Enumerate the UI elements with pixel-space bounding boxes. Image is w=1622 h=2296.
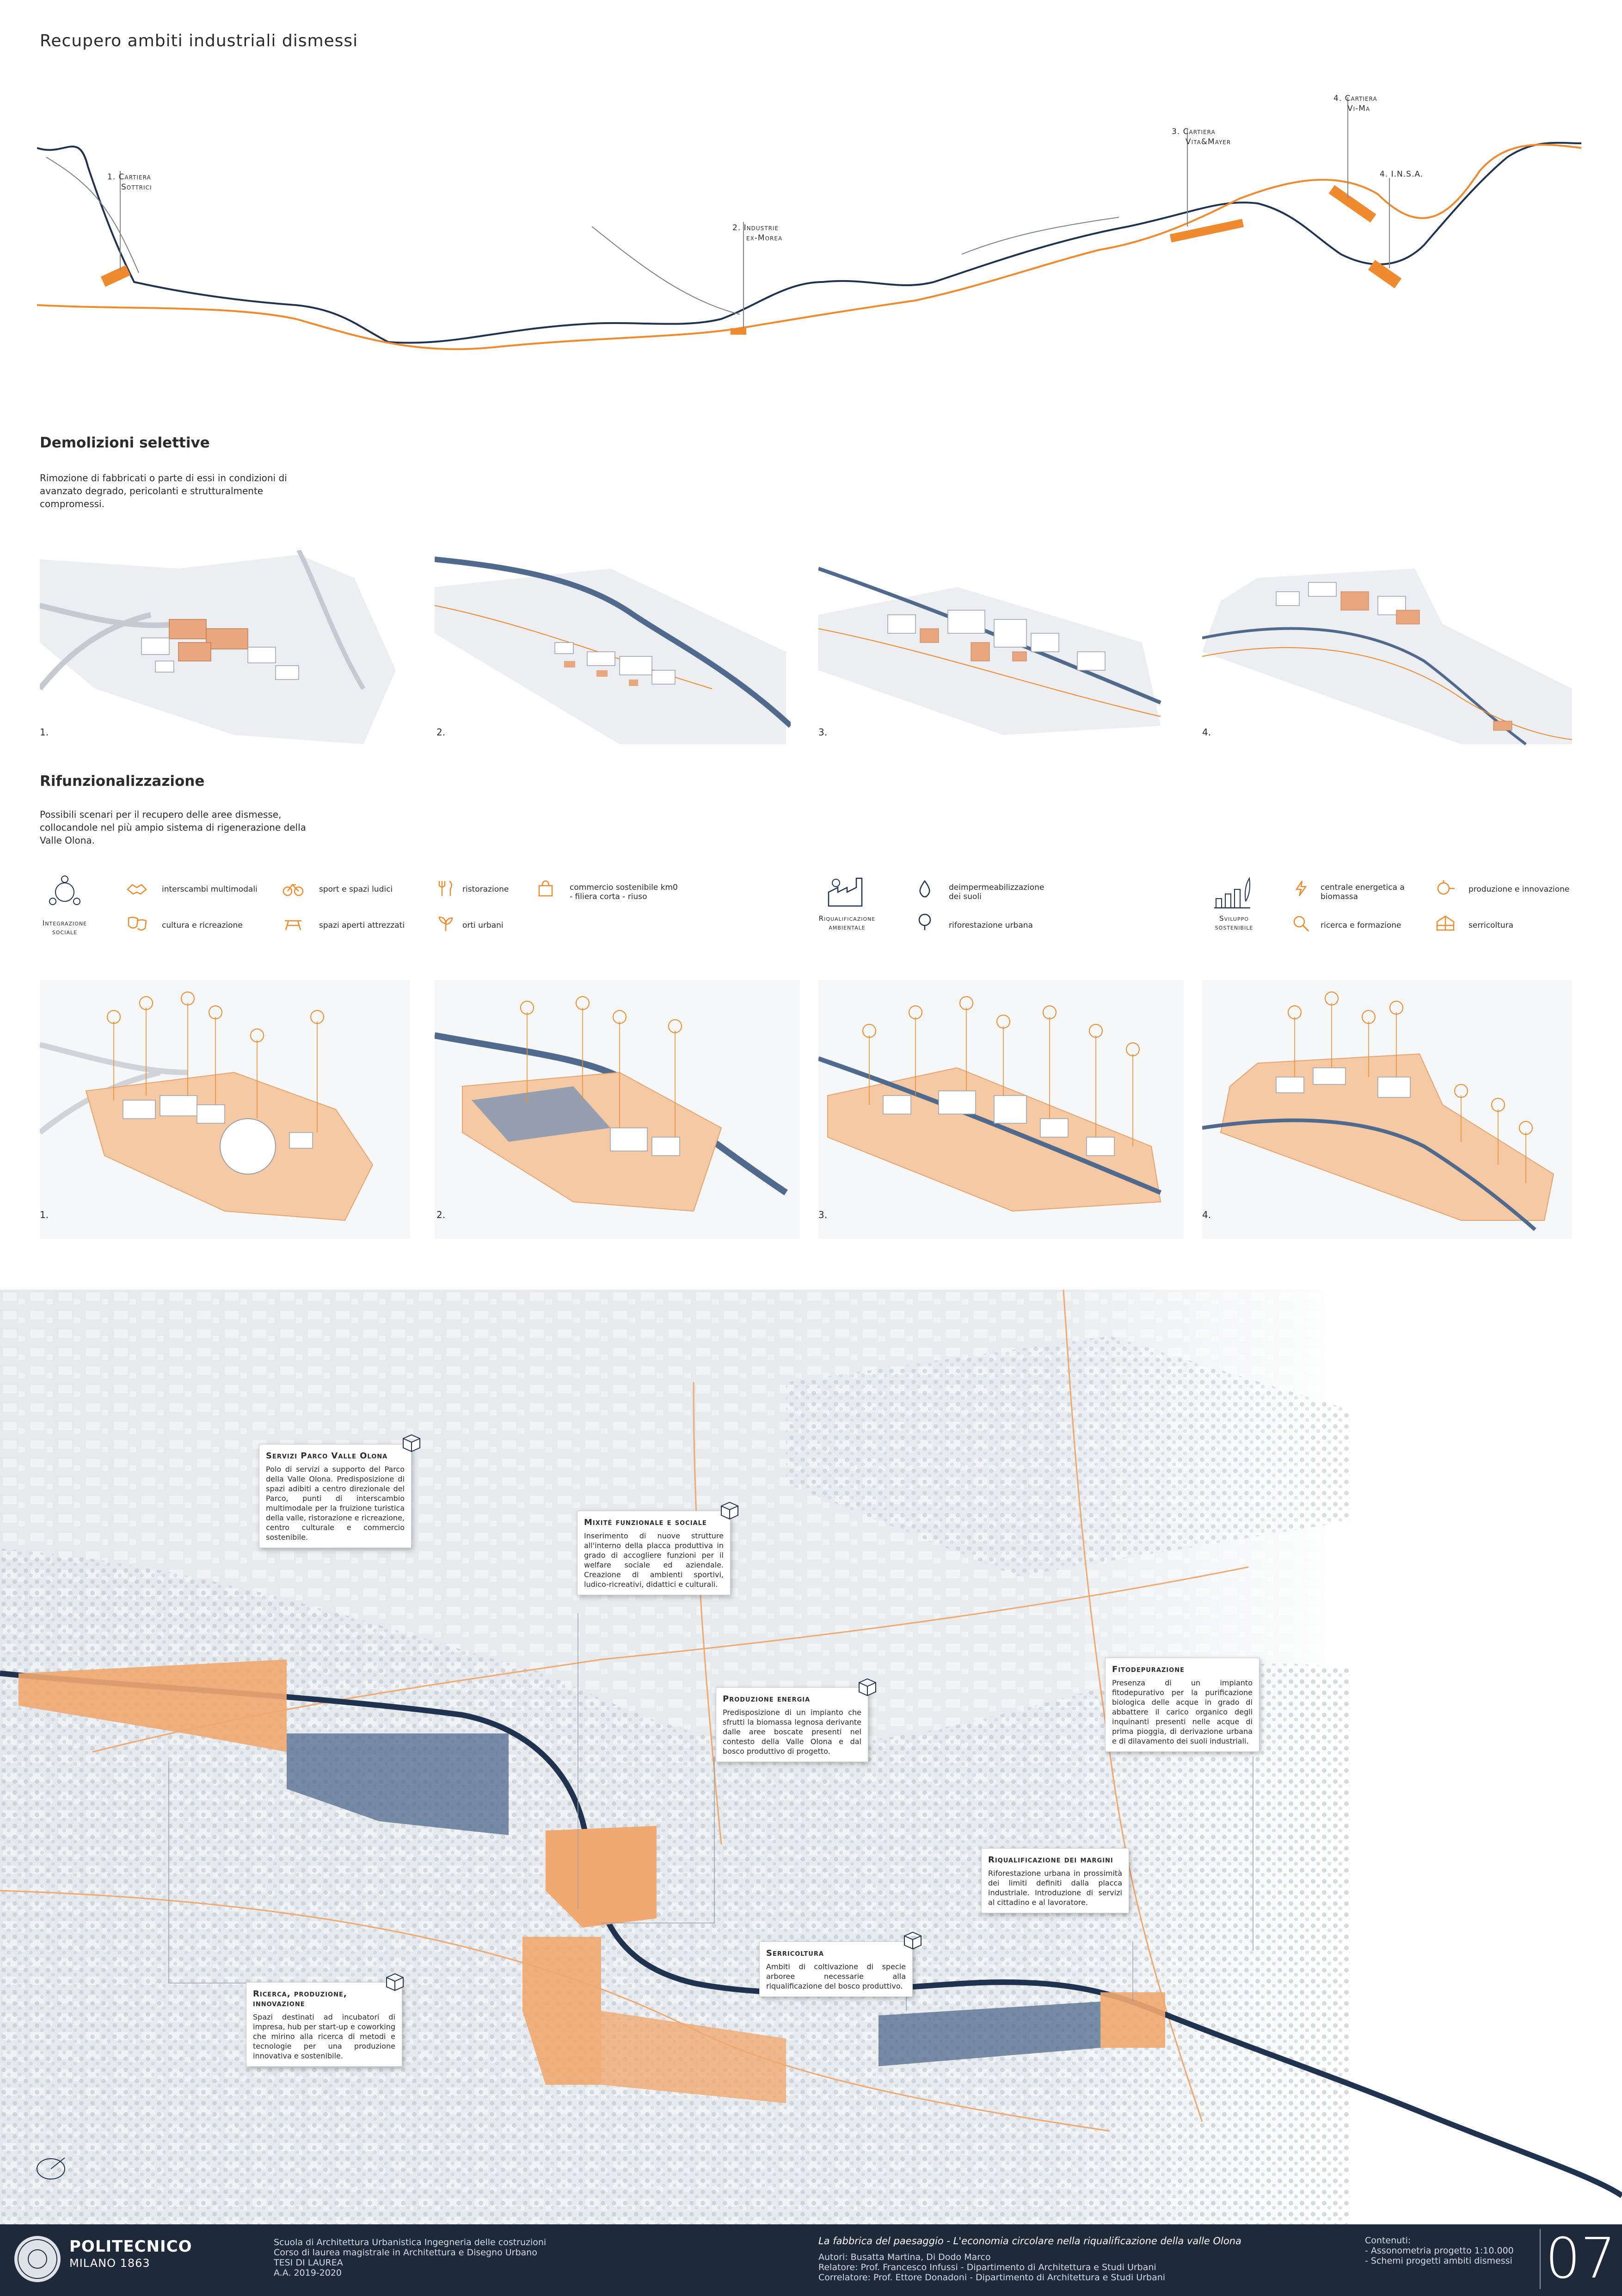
- legend-text-riforestazione: riforestazione urbana: [949, 921, 1033, 930]
- site-label-3: 3. Cartiera Vita&Mayer: [1172, 127, 1231, 147]
- innovation-icon: [1437, 880, 1455, 895]
- water-drop-icon: [919, 880, 930, 898]
- demolizioni-diagram-4: [1202, 569, 1572, 746]
- demolizioni-text: Rimozione di fabbricati o parte di essi …: [40, 472, 287, 509]
- demolizioni-num-4: 4.: [1202, 727, 1211, 738]
- legend-text-orti: orti urbani: [462, 921, 504, 930]
- cube-icon: [904, 1931, 922, 1950]
- card-serricoltura: Serricoltura Ambiti di coltivazione di s…: [759, 1941, 913, 1997]
- greenhouse-icon: [1436, 915, 1455, 931]
- school-info: Scuola di Architettura Urbanistica Ingeg…: [274, 2237, 547, 2278]
- thesis-title: La fabbrica del paesaggio - L'economia c…: [818, 2235, 1241, 2247]
- legend-text-cultura: cultura e ricreazione: [162, 921, 243, 930]
- garden-icon: [438, 916, 453, 931]
- legend-text-spazi-aperti: spazi aperti attrezzati: [319, 921, 405, 930]
- page-title: Recupero ambiti industriali dismessi: [40, 31, 358, 50]
- legend-text-ricerca: ricerca e formazione: [1321, 921, 1401, 930]
- rifunzionalizzazione-num-1: 1.: [40, 1209, 49, 1220]
- growth-chart-icon: [1214, 877, 1250, 909]
- logo-sub: MILANO 1863: [69, 2257, 150, 2270]
- site-label-1: 1. Cartiera Sottrici: [107, 172, 152, 192]
- factory-icon: [828, 877, 863, 907]
- legend-text-serricoltura: serricoltura: [1468, 921, 1514, 930]
- axonometric-map: [0, 1290, 1622, 2224]
- demolizioni-num-2: 2.: [436, 727, 446, 738]
- card-mixite: Mixité funzionale e sociale Inserimento …: [577, 1511, 731, 1595]
- cube-icon: [386, 1973, 404, 1991]
- rifunzionalizzazione-num-3: 3.: [818, 1209, 828, 1220]
- energy-icon: [1295, 881, 1307, 896]
- tributary-line: [46, 157, 1119, 315]
- card-servizi-parco: Servizi Parco Valle Olona Polo di serviz…: [259, 1444, 412, 1548]
- river-profile-map: [37, 97, 1581, 350]
- tree-icon: [918, 913, 931, 930]
- demolizioni-diagram-2: [435, 557, 791, 744]
- cutlery-icon: [438, 881, 452, 896]
- river-line: [37, 141, 1581, 344]
- picnic-table-icon: [285, 920, 301, 931]
- site-3-marker: [1169, 219, 1244, 243]
- theater-masks-icon: [128, 917, 147, 931]
- bicycle-icon: [283, 884, 304, 896]
- road-line: [37, 143, 1581, 350]
- rifunzionalizzazione-diagram-2: [435, 980, 800, 1239]
- credits: Autori: Busatta Martina, Di Dodo Marco R…: [818, 2252, 1166, 2283]
- rifunzionalizzazione-num-2: 2.: [436, 1209, 446, 1220]
- cube-icon: [859, 1678, 876, 1696]
- rifunzionalizzazione-diagram-3: [818, 980, 1184, 1239]
- legend-text-commercio: commercio sostenibile km0 - filiera cort…: [570, 883, 678, 901]
- card-produzione-energia: Produzione energia Predisposizione di un…: [716, 1687, 868, 1762]
- card-ricerca: Ricerca, produzione, innovazione Spazi d…: [246, 1982, 402, 2067]
- demolizioni-heading: Demolizioni selettive: [40, 435, 210, 451]
- site-label-2: 2. Industrie ex-Morea: [732, 223, 783, 243]
- demolizioni-num-3: 3.: [818, 727, 828, 738]
- footer: POLITECNICO MILANO 1863 Scuola di Archit…: [0, 2224, 1622, 2296]
- card-riqualificazione-margini: Riqualificazione dei margini Riforestazi…: [981, 1848, 1129, 1913]
- rifunzionalizzazione-text: Possibili scenari per il recupero delle …: [40, 809, 306, 846]
- demolizioni-num-1: 1.: [40, 727, 49, 738]
- legend-text-deimpermeabilizzazione: deimpermeabilizzazione dei suoli: [949, 883, 1044, 901]
- politecnico-seal-icon: [14, 2236, 61, 2282]
- contents-info: Contenuti: - Assonometria progetto 1:10.…: [1365, 2235, 1514, 2266]
- page-number: 07: [1545, 2227, 1616, 2291]
- site-5-marker: [1368, 260, 1402, 288]
- rifunzionalizzazione-num-4: 4.: [1202, 1209, 1211, 1220]
- card-fitodepurazione: Fitodepurazione Presenza di un impianto …: [1105, 1658, 1260, 1752]
- people-network-icon: [49, 876, 80, 905]
- legend-text-interscambi: interscambi multimodali: [162, 885, 258, 894]
- site-4-marker: [1328, 185, 1376, 223]
- site-1-marker: [100, 265, 131, 287]
- site-label-4: 4. Cartiera Vi-Ma: [1333, 94, 1377, 113]
- shopping-bag-icon: [538, 880, 553, 897]
- cube-icon: [721, 1501, 738, 1520]
- cube-icon: [403, 1434, 420, 1452]
- site-label-5: 4. I.N.S.A.: [1380, 170, 1424, 179]
- handshake-icon: [127, 884, 147, 895]
- logo-name: POLITECNICO: [69, 2237, 192, 2256]
- demolizioni-diagram-1: [40, 550, 396, 744]
- rifunzionalizzazione-diagram-1: [40, 980, 410, 1239]
- research-icon: [1293, 916, 1309, 932]
- rifunzionalizzazione-heading: Rifunzionalizzazione: [40, 773, 205, 790]
- legend-text-ristorazione: ristorazione: [462, 885, 509, 894]
- site-2-marker: [731, 328, 746, 335]
- demolizioni-diagram-3: [818, 567, 1161, 735]
- legend-text-produzione: produzione e innovazione: [1468, 885, 1570, 894]
- compass-icon: [37, 2157, 65, 2180]
- legend-text-sport: sport e spazi ludici: [319, 885, 393, 894]
- rifunzionalizzazione-diagram-4: [1202, 980, 1572, 1239]
- legend-text-centrale: centrale energetica a biomassa: [1321, 883, 1405, 901]
